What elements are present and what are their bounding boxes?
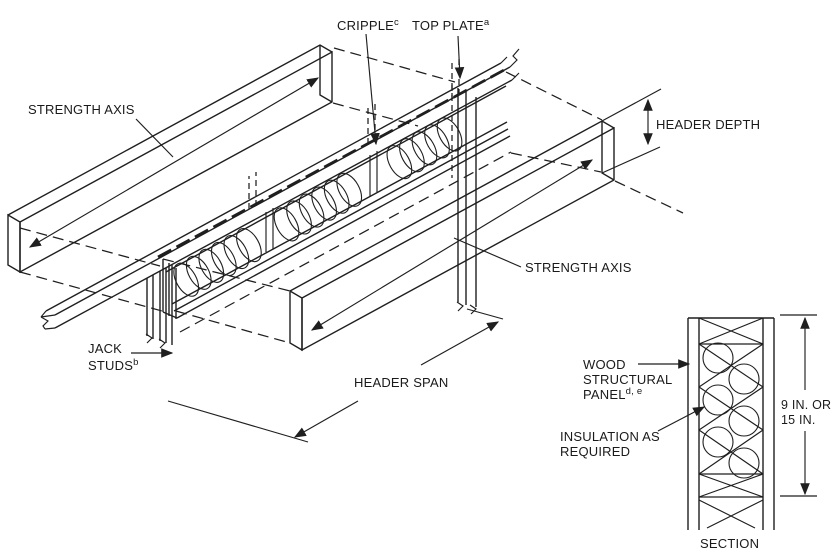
bottom-blocking-x bbox=[698, 473, 764, 498]
section-insulation-batt bbox=[702, 342, 760, 479]
dimension-ticks bbox=[780, 314, 817, 497]
section-detail bbox=[638, 314, 817, 530]
top-blocking-x bbox=[698, 317, 764, 345]
label-section-caption: SECTION bbox=[700, 536, 759, 550]
label-wood-panel-line3: PANELd, e bbox=[583, 386, 642, 402]
strength-axis-back-leader bbox=[135, 118, 174, 158]
label-leaders bbox=[131, 33, 522, 358]
cripple-leader-arrow bbox=[365, 33, 380, 146]
header-depth-dimension bbox=[601, 88, 662, 174]
label-wood-panel-line1: WOOD bbox=[583, 357, 626, 372]
strength-axis-front-leader bbox=[453, 237, 522, 268]
header-span-dimension bbox=[167, 308, 504, 443]
strength-axis-arrow-front bbox=[310, 159, 594, 331]
label-header-depth: HEADER DEPTH bbox=[656, 117, 760, 132]
break-mark bbox=[40, 310, 56, 330]
label-depth-dim-line1: 9 IN. OR bbox=[781, 398, 831, 412]
jack-studs-right bbox=[456, 88, 477, 315]
label-cripple: CRIPPLEc bbox=[337, 17, 399, 33]
lower-blocking-x bbox=[698, 499, 764, 529]
top-plate-leader-arrow bbox=[454, 35, 465, 80]
break-mark bbox=[145, 333, 166, 349]
label-depth-dim-line2: 15 IN. bbox=[781, 413, 816, 427]
label-header-span: HEADER SPAN bbox=[354, 375, 448, 390]
break-mark bbox=[500, 48, 520, 81]
back-panel bbox=[7, 44, 333, 274]
hidden-projection-lines bbox=[19, 47, 684, 344]
insulation-leader-arrow bbox=[657, 406, 706, 432]
label-insulation-line2: REQUIRED bbox=[560, 444, 630, 459]
label-jack-studs-line1: JACK bbox=[88, 341, 122, 356]
label-strength-axis-back: STRENGTH AXIS bbox=[28, 102, 135, 117]
top-plate-bar bbox=[40, 48, 520, 330]
strength-axis-arrow-back bbox=[28, 77, 320, 248]
label-insulation-line1: INSULATION AS bbox=[560, 429, 660, 444]
label-top-plate: TOP PLATEa bbox=[412, 17, 490, 33]
jack-studs-left bbox=[145, 265, 173, 349]
label-jack-studs-line2: STUDSb bbox=[88, 357, 139, 373]
header-spacer-block bbox=[265, 208, 274, 252]
label-wood-panel-line2: STRUCTURAL bbox=[583, 372, 672, 387]
label-strength-axis-front: STRENGTH AXIS bbox=[525, 260, 632, 275]
